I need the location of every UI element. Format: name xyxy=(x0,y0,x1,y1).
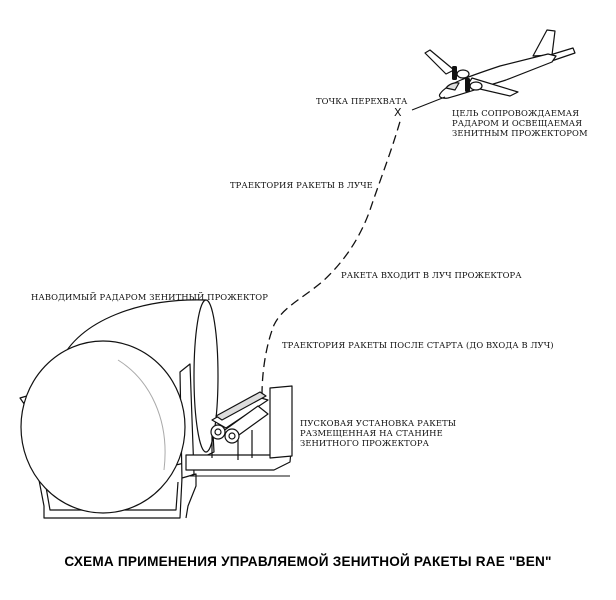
label-target: ЦЕЛЬ СОПРОВОЖДАЕМАЯ РАДАРОМ И ОСВЕЩАЕМАЯ… xyxy=(452,108,588,139)
missile-trajectory-line xyxy=(261,117,402,396)
missile-launcher xyxy=(185,385,293,471)
lens-shading xyxy=(117,359,166,471)
label-searchlight: НАВОДИМЫЙ РАДАРОМ ЗЕНИТНЫЙ ПРОЖЕКТОР xyxy=(31,292,268,302)
target-sightline xyxy=(411,96,446,111)
searchlight xyxy=(19,299,219,519)
label-enters-beam: РАКЕТА ВХОДИТ В ЛУЧ ПРОЖЕКТОРА xyxy=(341,270,522,280)
label-trajectory-in-beam: ТРАЕКТОРИЯ РАКЕТЫ В ЛУЧЕ xyxy=(230,180,373,190)
label-launcher: ПУСКОВАЯ УСТАНОВКА РАКЕТЫ РАЗМЕЩЕННАЯ НА… xyxy=(300,418,457,449)
label-trajectory-after-launch: ТРАЕКТОРИЯ РАКЕТЫ ПОСЛЕ СТАРТА (ДО ВХОДА… xyxy=(282,340,554,350)
intercept-mark: X xyxy=(394,106,402,119)
propeller-icons xyxy=(452,66,470,92)
diagram-title: СХЕМА ПРИМЕНЕНИЯ УПРАВЛЯЕМОЙ ЗЕНИТНОЙ РА… xyxy=(64,554,552,569)
label-intercept-point: ТОЧКА ПЕРЕХВАТА xyxy=(316,96,408,106)
